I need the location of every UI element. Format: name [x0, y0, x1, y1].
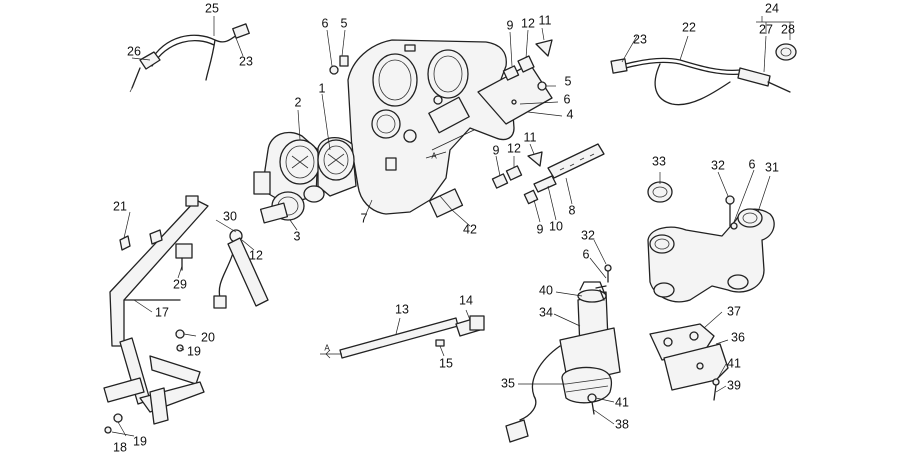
- callout-28: 28: [781, 22, 795, 37]
- callout-26: 26: [127, 44, 141, 59]
- callout-37: 37: [727, 304, 741, 319]
- callout-36: 36: [731, 330, 745, 345]
- callout-15: 15: [439, 356, 453, 371]
- callout-3: 3: [293, 229, 301, 244]
- callout-12-lower: 12: [507, 141, 521, 156]
- callout-21: 21: [113, 199, 127, 214]
- switch-upper: [329, 39, 553, 91]
- callout-11-lower: 11: [523, 130, 537, 145]
- callout-40: 40: [539, 283, 553, 298]
- ignition-lock: [505, 264, 621, 443]
- lock-bracket: [649, 323, 729, 401]
- callout-4: 4: [566, 107, 574, 122]
- callout-18: 18: [113, 440, 127, 455]
- callout-42: 42: [463, 222, 477, 237]
- callout-27: 27: [759, 22, 773, 37]
- callout-14: 14: [459, 293, 473, 308]
- callout-6-lock: 6: [582, 247, 590, 262]
- callout-5-right: 5: [564, 74, 572, 89]
- callout-19-upper: 19: [187, 344, 201, 359]
- callout-9-lower: 9: [492, 143, 500, 158]
- connector: [428, 188, 464, 218]
- callout-38: 38: [615, 417, 629, 432]
- callout-29: 29: [173, 277, 187, 292]
- callout-20: 20: [201, 330, 215, 345]
- callout-19-lower: 19: [133, 434, 147, 449]
- callout-9-bottom: 9: [536, 222, 544, 237]
- top-yoke: [647, 181, 775, 303]
- callout-9-top: 9: [506, 18, 514, 33]
- callout-6-top: 6: [321, 16, 329, 31]
- callout-23-left: 23: [239, 54, 253, 69]
- lower-bracket: [103, 329, 205, 434]
- instrument-panel-housing: [347, 39, 515, 215]
- callout-6-yoke: 6: [748, 157, 756, 172]
- shaft: [320, 315, 485, 359]
- gauges: [253, 131, 357, 224]
- marker-a-shaft: A: [324, 343, 330, 353]
- callout-41-lock: 41: [615, 395, 629, 410]
- callout-23-right: 23: [633, 32, 647, 47]
- callout-31: 31: [765, 160, 779, 175]
- callout-33: 33: [652, 154, 666, 169]
- callout-11-top: 11: [538, 13, 552, 28]
- callout-35: 35: [501, 376, 515, 391]
- frame-bracket: [109, 195, 269, 347]
- callout-39: 39: [727, 378, 741, 393]
- callout-5-top: 5: [340, 16, 348, 31]
- speedometer-cable-left: [129, 23, 250, 93]
- callout-12-top: 12: [521, 16, 535, 31]
- callout-6-right: 6: [563, 92, 571, 107]
- callout-10: 10: [549, 219, 563, 234]
- callout-22: 22: [682, 20, 696, 35]
- callout-24: 24: [765, 1, 779, 16]
- callout-17: 17: [155, 305, 169, 320]
- callout-25: 25: [205, 1, 219, 16]
- switch-lower: [491, 143, 605, 205]
- callout-13: 13: [395, 302, 409, 317]
- leader-lines: [111, 16, 794, 437]
- marker-a-panel: A: [431, 151, 437, 161]
- callout-32-right: 32: [711, 158, 725, 173]
- callout-1: 1: [318, 81, 326, 96]
- callout-41-bracket: 41: [727, 356, 741, 371]
- callout-2: 2: [294, 95, 302, 110]
- callout-7: 7: [360, 211, 368, 226]
- callout-30: 30: [223, 209, 237, 224]
- callout-8: 8: [568, 203, 576, 218]
- callout-12-left: 12: [249, 248, 263, 263]
- speedometer-cable-right: [610, 43, 797, 106]
- callout-32-lock: 32: [581, 228, 595, 243]
- callout-34: 34: [539, 305, 553, 320]
